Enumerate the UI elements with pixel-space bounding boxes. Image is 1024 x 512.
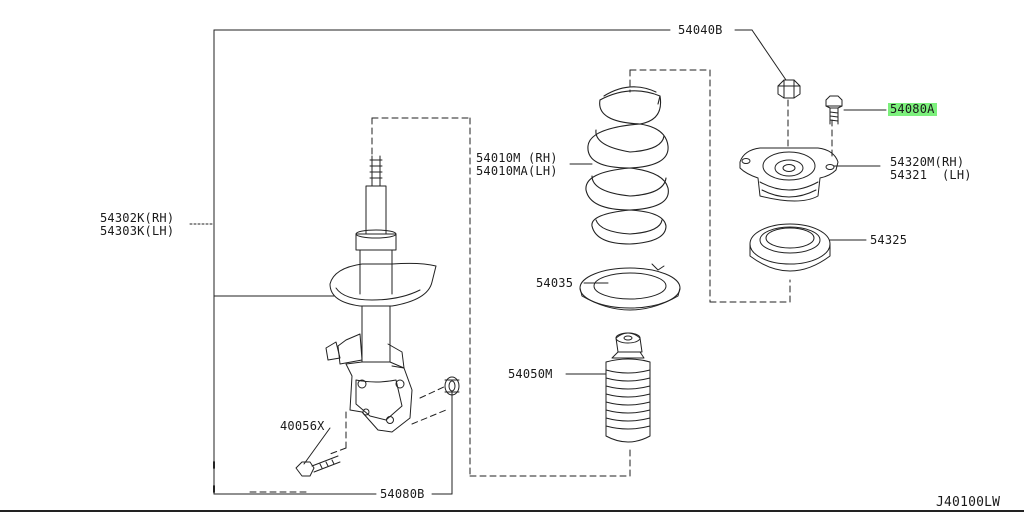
coil-spring-54010M <box>585 86 669 245</box>
part-label-54325[interactable]: 54325 <box>870 233 908 247</box>
bump-boot-54050M <box>605 332 651 443</box>
part-label-54320M[interactable]: 54320M(RH) <box>890 155 965 169</box>
part-label-54303K[interactable]: 54303K(LH) <box>100 224 175 238</box>
spring-seat-54035 <box>579 263 681 311</box>
leader-lines <box>189 29 887 495</box>
part-label-54050M[interactable]: 54050M <box>508 367 553 381</box>
part-label-54321[interactable]: 54321 (LH) <box>890 168 972 182</box>
part-label-54040B[interactable]: 54040B <box>678 23 723 37</box>
part-label-54080A[interactable]: 54080A <box>888 102 937 116</box>
nut-54080B <box>444 376 460 396</box>
strut-mount-54320M <box>739 147 839 202</box>
part-label-54080B[interactable]: 54080B <box>380 487 425 501</box>
nut-54040B <box>777 79 801 99</box>
part-label-54010MA[interactable]: 54010MA(LH) <box>476 164 558 178</box>
part-label-54302K[interactable]: 54302K(RH) <box>100 211 175 225</box>
strut-assembly-54302K <box>325 155 437 433</box>
diagram-reference-code: J40100LW <box>936 495 1001 510</box>
bolt-40056X <box>295 455 341 477</box>
alignment-dashed-lines <box>249 69 833 493</box>
part-label-40056X[interactable]: 40056X <box>280 419 325 433</box>
bolt-54080A <box>825 95 843 125</box>
bearing-54325 <box>749 223 831 272</box>
part-label-54035[interactable]: 54035 <box>536 276 574 290</box>
part-label-54010M[interactable]: 54010M (RH) <box>476 151 558 165</box>
